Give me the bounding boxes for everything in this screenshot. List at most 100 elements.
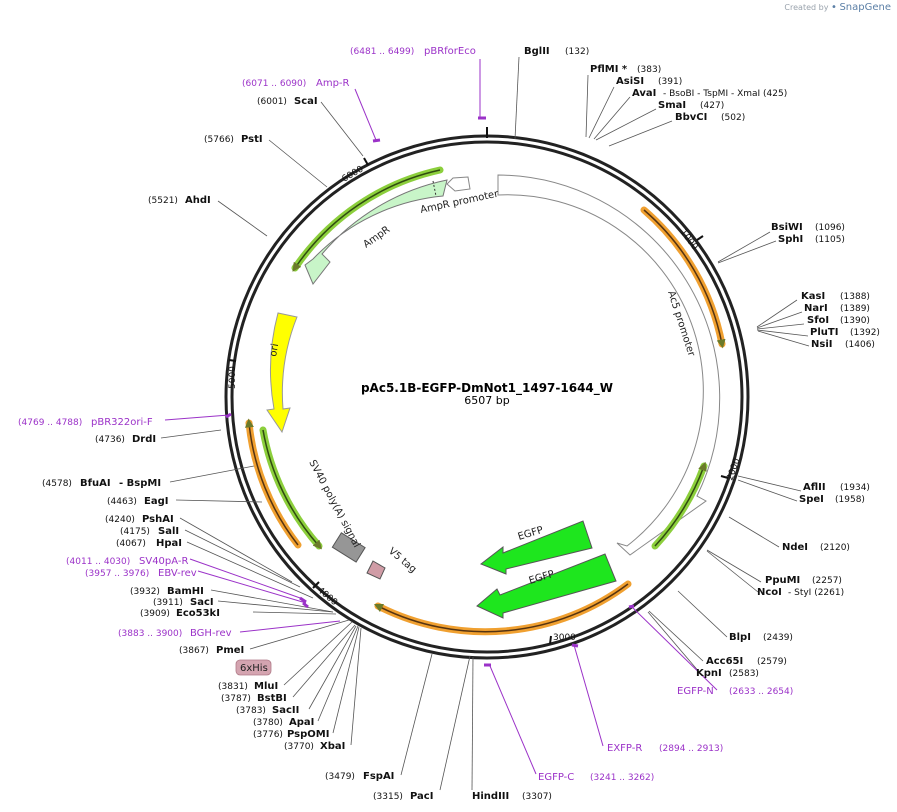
v5-tag-arrow (366, 560, 386, 580)
svg-text:EBV-rev: EBV-rev (158, 568, 197, 579)
site-ppumi[interactable]: PpuMI(2257) (765, 575, 842, 586)
site-ndei[interactable]: NdeI(2120) (782, 542, 850, 553)
site-hpai[interactable]: (4067)HpaI (116, 538, 182, 549)
svg-text:PacI: PacI (410, 791, 433, 802)
svg-text:(1388): (1388) (840, 292, 870, 302)
svg-text:(4011 .. 4030): (4011 .. 4030) (66, 557, 130, 567)
site-bamhi[interactable]: (3932)BamHI (130, 586, 204, 597)
svg-text:(1390): (1390) (840, 316, 870, 326)
site-eagi[interactable]: (4463)EagI (107, 496, 168, 507)
svg-text:AhdI: AhdI (185, 195, 211, 206)
primer-egfp-n[interactable]: EGFP-N (2633 .. 2654) (677, 686, 793, 697)
primer-bgh-rev[interactable]: (3883 .. 3900)BGH-rev (118, 628, 232, 639)
snapgene-logo: • (830, 2, 837, 13)
primer-amp-r[interactable]: (6071 .. 6090)Amp-R (242, 78, 350, 89)
svg-text:- StyI (2261): - StyI (2261) (788, 588, 844, 598)
site-bstbi[interactable]: (3787)BstBI (221, 693, 287, 704)
site-aflii[interactable]: AflII(1934) (803, 482, 870, 493)
site-eco53ki[interactable]: (3909)Eco53kI (140, 608, 220, 619)
svg-text:(2633 .. 2654): (2633 .. 2654) (729, 687, 793, 697)
site-bbvci[interactable]: BbvCI(502) (675, 112, 745, 123)
svg-text:(4769 .. 4788): (4769 .. 4788) (18, 418, 82, 428)
site-asisi[interactable]: AsiSI(391) (616, 76, 682, 87)
site-xbai[interactable]: (3770)XbaI (284, 741, 345, 752)
site-paci[interactable]: (3315)PacI (373, 791, 433, 802)
site-hindiii[interactable]: HindIII(3307) (472, 791, 552, 802)
site-ahdi[interactable]: (5521)AhdI (148, 195, 211, 206)
brand-prefix: Created by (784, 3, 829, 12)
site-pflmi[interactable]: PflMI *(383) (590, 64, 661, 75)
site-nari[interactable]: NarI(1389) (804, 303, 870, 314)
site-mlui[interactable]: (3831)MluI (218, 681, 278, 692)
svg-text:BstBI: BstBI (257, 693, 287, 704)
svg-text:(6001): (6001) (257, 97, 287, 107)
brand-credit[interactable]: Created by • SnapGene (784, 2, 891, 13)
site-nsii[interactable]: NsiI(1406) (811, 339, 875, 350)
tick-4000 (312, 581, 320, 589)
site-drdi[interactable]: (4736) DrdI (95, 434, 156, 445)
site-bglii[interactable]: BglII(132) (524, 46, 589, 57)
svg-text:XbaI: XbaI (320, 741, 345, 752)
site-psti[interactable]: (5766)PstI (204, 134, 263, 145)
ori-arrow (266, 312, 298, 434)
svg-text:DrdI: DrdI (132, 434, 156, 445)
site-pshai[interactable]: (4240)PshAI (105, 514, 174, 525)
svg-text:(1958): (1958) (835, 495, 865, 505)
primer-exfp-r[interactable]: EXFP-R(2894 .. 2913) (607, 743, 723, 754)
site-ncoi[interactable]: NcoI- StyI (2261) (757, 587, 844, 598)
ampr-arrow (304, 179, 448, 285)
site-labels: BglII(132) PflMI *(383) AsiSI(391) AvaI-… (42, 46, 880, 802)
site-bsiwi[interactable]: BsiWI(1096) (771, 222, 845, 233)
site-spei[interactable]: SpeI(1958) (799, 494, 865, 505)
svg-text:SalI: SalI (158, 526, 179, 537)
primer-pbr322ori-f[interactable]: (4769 .. 4788)pBR322ori-F (18, 417, 153, 428)
site-saci[interactable]: (3911)SacI (153, 597, 214, 608)
brand-name: SnapGene (839, 2, 891, 13)
site-pspomi[interactable]: (3776)PspOMI (253, 729, 329, 740)
svg-text:(3957 .. 3976): (3957 .. 3976) (85, 569, 149, 579)
tick-6000 (363, 157, 369, 166)
site-blpi[interactable]: BlpI(2439) (729, 632, 793, 643)
svg-text:SphI: SphI (778, 234, 803, 245)
ampr-promoter-arrow (446, 176, 471, 192)
site-sacii[interactable]: (3783)SacII (236, 705, 299, 716)
site-bfuai[interactable]: (4578)BfuAI- BspMI (42, 478, 161, 489)
svg-text:pBRforEco: pBRforEco (424, 46, 476, 57)
site-kpni[interactable]: KpnI(2583) (696, 668, 759, 679)
svg-text:(3479): (3479) (325, 772, 355, 782)
svg-text:BamHI: BamHI (167, 586, 204, 597)
primer-egfp-c[interactable]: EGFP-C(3241 .. 3262) (538, 772, 654, 783)
site-smai[interactable]: SmaI (427) (658, 100, 724, 111)
site-pmei[interactable]: (3867)PmeI (179, 645, 244, 656)
site-sphi[interactable]: SphI(1105) (778, 234, 845, 245)
site-pluti[interactable]: PluTI(1392) (810, 327, 880, 338)
primer-pbrforeco[interactable]: (6481 .. 6499)pBRforEco (350, 46, 476, 57)
svg-text:- BsoBI - TspMI - XmaI (425): - BsoBI - TspMI - XmaI (425) (663, 89, 787, 99)
svg-text:(3780): (3780) (253, 718, 283, 728)
his-tag[interactable]: 6xHis (235, 659, 272, 676)
site-sfoi[interactable]: SfoI (1390) (807, 315, 870, 326)
svg-text:(4736): (4736) (95, 435, 125, 445)
site-acc65i[interactable]: Acc65I(2579) (706, 656, 787, 667)
site-fspai[interactable]: (3479)FspAI (325, 771, 394, 782)
primer-sv40pa-r[interactable]: (4011 .. 4030)SV40pA-R (66, 556, 188, 567)
ac5-promoter-arrow (497, 174, 721, 556)
svg-text:(427): (427) (700, 101, 724, 111)
svg-text:SfoI: SfoI (807, 315, 829, 326)
svg-text:(132): (132) (565, 47, 589, 57)
svg-text:NarI: NarI (804, 303, 828, 314)
site-scai[interactable]: (6001)ScaI (257, 96, 318, 107)
svg-text:EGFP-N: EGFP-N (677, 686, 714, 697)
primer-ebv-rev[interactable]: (3957 .. 3976) EBV-rev (85, 568, 197, 579)
svg-text:SmaI: SmaI (658, 100, 686, 111)
site-avai[interactable]: AvaI- BsoBI - TspMI - XmaI (425) (632, 88, 787, 99)
site-apai[interactable]: (3780)ApaI (253, 717, 314, 728)
site-sali[interactable]: (4175)SalI (120, 526, 179, 537)
svg-text:(1406): (1406) (845, 340, 875, 350)
svg-text:SacI: SacI (190, 597, 214, 608)
site-kasi[interactable]: KasI(1388) (801, 291, 870, 302)
svg-text:PluTI: PluTI (810, 327, 838, 338)
svg-text:(3241 .. 3262): (3241 .. 3262) (590, 773, 654, 783)
svg-text:(4240): (4240) (105, 515, 135, 525)
